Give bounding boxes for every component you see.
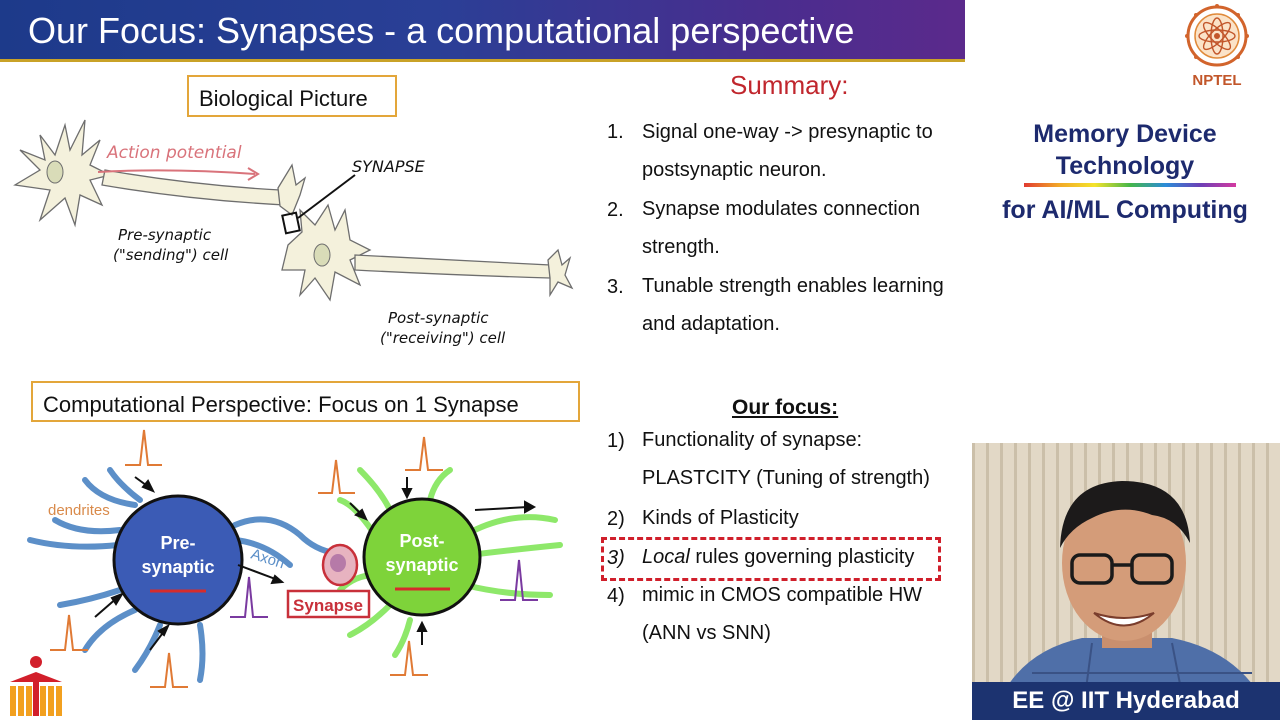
summary-item-1: Signal one-way -> presynaptic to postsyn… bbox=[642, 121, 933, 181]
focus-item-2-number: 2) bbox=[607, 508, 625, 530]
focus-item-1: Functionality of synapse: PLASTCITY (Tun… bbox=[642, 429, 930, 489]
postsynaptic-cell-label: Post-synaptic bbox=[388, 309, 489, 327]
summary-item-2: Synapse modulates connection strength. bbox=[642, 198, 920, 258]
action-potential-label: Action potential bbox=[106, 143, 242, 163]
nptel-logo-text: NPTEL bbox=[1192, 72, 1242, 89]
presynaptic-label-line2: synaptic bbox=[141, 557, 214, 577]
focus-item-3-text: rules governing plasticity bbox=[689, 546, 915, 568]
synapse-label: Synapse bbox=[293, 596, 363, 615]
course-subtitle: for AI/ML Computing bbox=[1002, 196, 1248, 224]
presynaptic-cell-label: Pre-synaptic bbox=[118, 226, 212, 244]
nptel-logo-icon bbox=[1185, 4, 1249, 67]
focus-item-1-number: 1) bbox=[607, 430, 625, 452]
dendrites-label: dendrites bbox=[48, 502, 110, 519]
presynaptic-label-line1: Pre- bbox=[160, 533, 195, 553]
focus-item-4-number: 4) bbox=[607, 585, 625, 607]
course-title-divider bbox=[1024, 183, 1236, 187]
computational-diagram: Pre- synaptic Post- synaptic Synapse den… bbox=[27, 429, 563, 688]
slide-title: Our Focus: Synapses - a computational pe… bbox=[28, 10, 855, 51]
video-caption: EE @ IIT Hyderabad bbox=[972, 682, 1280, 720]
iith-logo-icon bbox=[10, 656, 62, 716]
summary-item-3-number: 3. bbox=[607, 276, 624, 298]
neuron-sketch: Action potential SYNAPSE Pre-synaptic ("… bbox=[13, 119, 574, 347]
focus-item-3: Local rules governing plasticity bbox=[642, 538, 972, 576]
axon-label: Axon bbox=[249, 546, 287, 573]
summary-item-3: Tunable strength enables learning and ad… bbox=[642, 275, 944, 335]
computational-perspective-heading: Computational Perspective: Focus on 1 Sy… bbox=[31, 381, 580, 422]
postsynaptic-label-line2: synaptic bbox=[385, 555, 458, 575]
postsynaptic-neuron bbox=[362, 497, 482, 617]
presenter-video bbox=[972, 443, 1280, 720]
summary-title: Summary: bbox=[730, 70, 849, 100]
presynaptic-neuron bbox=[112, 494, 244, 626]
focus-item-2: Kinds of Plasticity bbox=[642, 507, 799, 529]
postsynaptic-label-line1: Post- bbox=[400, 531, 445, 551]
biological-picture-heading: Biological Picture bbox=[187, 75, 397, 117]
focus-title: Our focus: bbox=[732, 396, 839, 419]
focus-item-3-number: 3) bbox=[607, 547, 625, 569]
summary-item-1-number: 1. bbox=[607, 121, 624, 143]
summary-item-2-number: 2. bbox=[607, 199, 624, 221]
postsynaptic-cell-sublabel: ("receiving") cell bbox=[380, 329, 506, 347]
synapse-sketch-label: SYNAPSE bbox=[352, 157, 426, 176]
course-title: Memory Device Technology bbox=[1033, 120, 1217, 180]
title-banner: Our Focus: Synapses - a computational pe… bbox=[0, 0, 965, 62]
presynaptic-cell-sublabel: ("sending") cell bbox=[113, 246, 229, 264]
focus-item-3-highlight bbox=[601, 537, 941, 581]
focus-item-3-italic: Local bbox=[642, 546, 690, 568]
focus-item-4: mimic in CMOS compatible HW (ANN vs SNN) bbox=[642, 584, 923, 644]
